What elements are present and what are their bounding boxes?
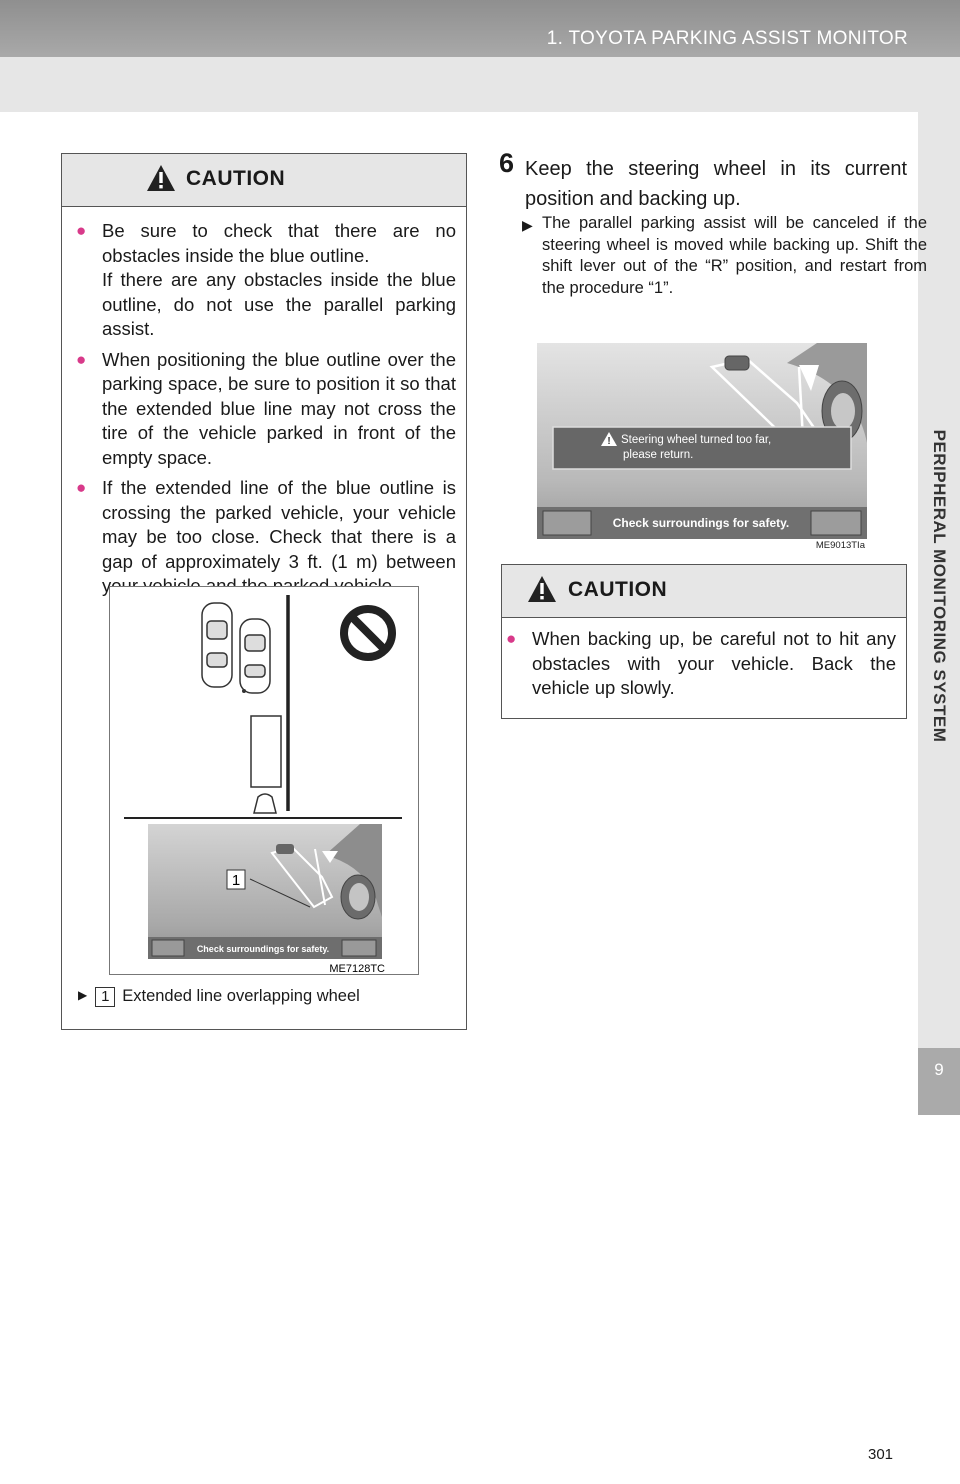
step-note-text: The parallel parking assist will be canc… (542, 214, 927, 297)
prohibited-icon (340, 605, 396, 661)
screen-text: Check surroundings for safety. (197, 944, 329, 954)
caution-list: Be sure to check that there are no obsta… (72, 219, 456, 605)
callout-legend: ▶ 1 Extended line overlapping wheel (78, 987, 360, 1007)
parked-car-right (239, 618, 271, 694)
caution-box-1: CAUTION Be sure to check that there are … (61, 153, 467, 1030)
empty-space-outline (250, 715, 282, 788)
arrow-right-icon: ▶ (522, 217, 533, 233)
caution-item: When backing up, be careful not to hit a… (502, 627, 896, 701)
step-number: 6 (499, 148, 515, 178)
warning-message-line2: please return. (623, 449, 693, 461)
callout-text: Extended line overlapping wheel (122, 987, 360, 1005)
step-text: Keep the steering wheel in its current p… (525, 158, 907, 210)
chapter-number: 9 (918, 1048, 960, 1115)
header-band: 1. TOYOTA PARKING ASSIST MONITOR (0, 0, 960, 57)
page-number: 301 (868, 1446, 894, 1463)
camera-screen-illustration: ! Steering wheel turned too far, please … (537, 343, 867, 551)
caution-item: Be sure to check that there are no obsta… (72, 219, 456, 342)
parking-diagram-figure: Check surroundings for safety. 1 ME7128T… (109, 586, 419, 975)
caution-title: CAUTION (568, 578, 668, 601)
caution-header: CAUTION (502, 565, 906, 618)
warning-message-line1: Steering wheel turned too far, (621, 434, 771, 446)
svg-text:!: ! (607, 436, 610, 447)
chapter-title-vertical: PERIPHERAL MONITORING SYSTEM (930, 429, 949, 743)
caution-item: When positioning the blue outline over t… (72, 348, 456, 471)
camera-screen-figure: ! Steering wheel turned too far, please … (537, 343, 867, 551)
caution-list: When backing up, be careful not to hit a… (502, 627, 896, 707)
parallel-parking-diagram: Check surroundings for safety. 1 ME7128T… (124, 595, 402, 975)
chapter-side-tab (918, 112, 960, 1115)
figure-code: ME9013TIa (816, 540, 866, 551)
parked-car-left (201, 602, 233, 688)
caution-title: CAUTION (186, 167, 286, 190)
caution-header: CAUTION (62, 154, 466, 207)
camera-screen-thumbnail: Check surroundings for safety. (148, 824, 382, 959)
section-title: 1. TOYOTA PARKING ASSIST MONITOR (546, 28, 908, 49)
callout-number: 1 (95, 987, 116, 1007)
warning-icon (147, 165, 175, 191)
figure-code: ME7128TC (329, 963, 385, 974)
screen-footer-text: Check surroundings for safety. (613, 516, 789, 530)
header-sub-band (0, 57, 960, 112)
caution-item: If the extended line of the blue outline… (72, 476, 456, 599)
arrow-right-icon: ▶ (78, 988, 88, 1002)
step-note: ▶ The parallel parking assist will be ca… (522, 213, 927, 299)
callout-label: 1 (232, 872, 240, 889)
caution-box-2: CAUTION When backing up, be careful not … (501, 564, 907, 719)
warning-icon (528, 576, 556, 602)
